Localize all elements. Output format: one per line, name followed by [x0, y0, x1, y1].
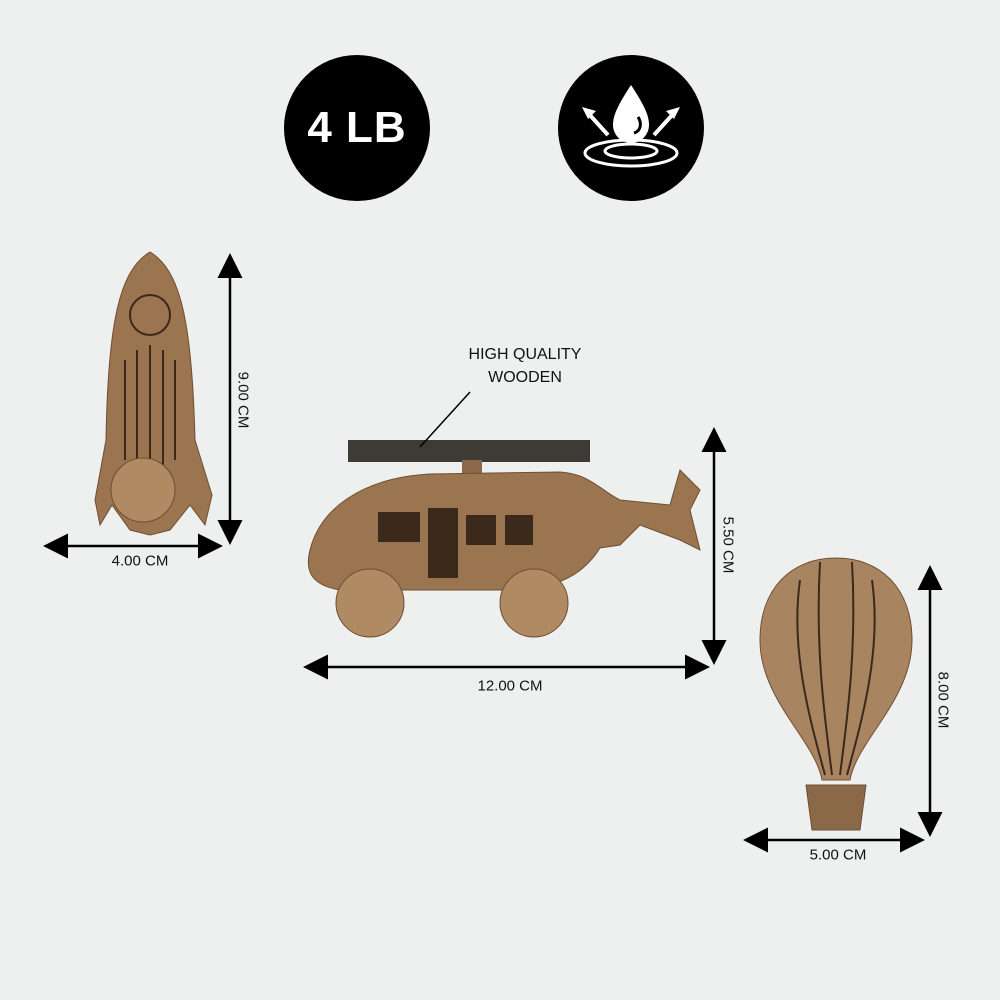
helicopter-width-label: 12.00 CM [477, 677, 543, 695]
rocket-width-label: 4.00 CM [111, 552, 169, 570]
callout-line [419, 391, 471, 448]
balloon-height-label: 8.00 CM [934, 671, 952, 729]
helicopter-wood-piece [307, 391, 701, 638]
water-resistant-badge [558, 55, 704, 201]
balloon-width-label: 5.00 CM [809, 846, 867, 864]
callout-line2: WOODEN [488, 369, 562, 386]
helicopter-height-label: 5.50 CM [719, 516, 737, 574]
rocket-wood-piece [94, 251, 213, 536]
hot-air-balloon-wood-piece [759, 557, 913, 831]
weight-badge: 4 LB [284, 55, 430, 201]
quality-callout: HIGH QUALITY WOODEN [469, 343, 582, 389]
rocket-height-label: 9.00 CM [234, 371, 252, 429]
weight-label: 4 LB [307, 103, 407, 152]
water-resistant-icon [582, 85, 680, 168]
callout-line1: HIGH QUALITY [468, 346, 582, 363]
